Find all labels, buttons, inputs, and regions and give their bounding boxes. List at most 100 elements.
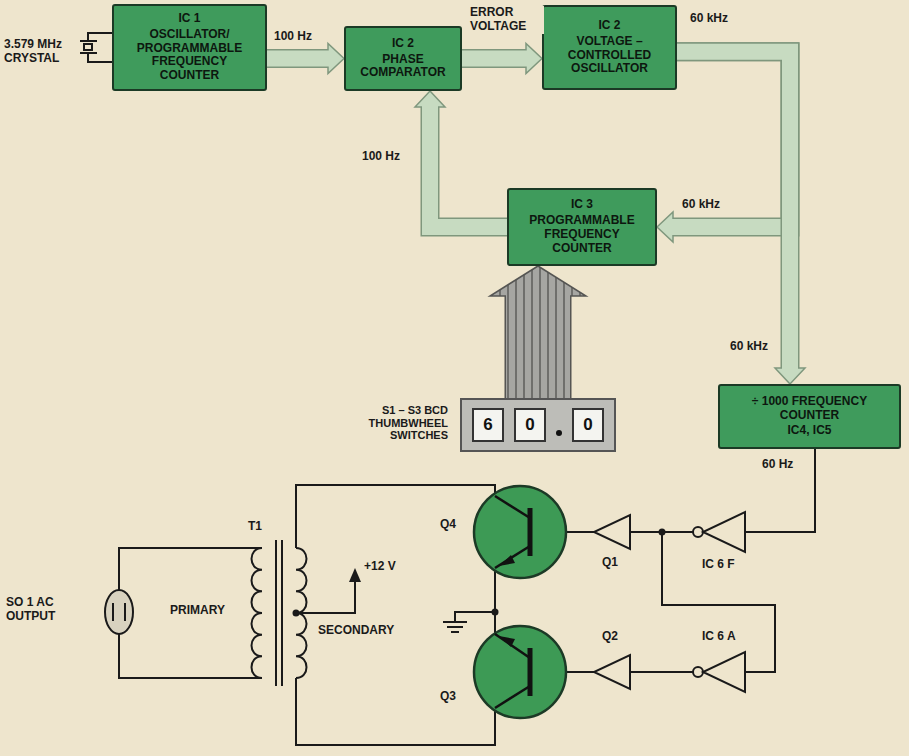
edge-label: ERROR VOLTAGE [468,6,544,34]
buffer-symbol [594,655,630,689]
signal-arrow [490,266,586,398]
buffer-symbol [594,515,630,549]
arrow-body [677,52,790,370]
arrow-head [657,212,673,242]
supply-arrow [349,568,361,582]
transistor-symbol [499,555,515,566]
arrow-head [328,44,344,74]
box-text: PHASE COMPARATOR [354,53,452,81]
transistor-symbol [474,486,566,578]
edge-label: 100 Hz [272,30,314,44]
signal-label: T1 [246,520,264,534]
block-box: ÷ 1000 FREQUENCY COUNTERIC4, IC5 [718,384,901,449]
arrow-body [430,105,507,227]
signal-label: Q3 [438,690,458,704]
wire [630,671,693,673]
buffer-symbol [594,512,745,692]
crystal-symbol [79,33,112,62]
wire [494,568,496,634]
edge-label: 60 kHz [728,340,770,354]
supply-arrow [349,568,361,582]
signal-label: 60 kHz [688,12,730,26]
edge-label: 100 Hz [360,150,402,164]
signal-label: IC 6 F [700,558,737,572]
arrow-body [506,294,570,398]
digit-window: 6 [472,408,504,442]
wire [296,678,495,745]
edge-label: 60 kHz [680,198,722,212]
signal-label: SECONDARY [316,624,396,638]
signal-arrow [677,52,805,384]
signal-label: SO 1 AC OUTPUT [4,596,100,624]
transformer-symbol [252,548,263,678]
transistor-symbol [474,486,566,718]
transistor-symbol [528,648,533,696]
crystal-symbol [79,52,97,54]
arrow-head [415,91,445,107]
arrow-body [267,51,330,67]
signal-label: Q1 [600,556,620,570]
wire [119,548,262,590]
ground-symbol [451,631,459,633]
transistor-symbol [495,686,530,708]
ground-symbol [447,626,463,628]
thumbwheel-switch: S1 – S3 BCD THUMBWHEEL SWITCHES600 [330,398,640,452]
arrow-outline [671,52,790,227]
signal-label: PRIMARY [168,604,227,618]
signal-label: 60 Hz [760,458,795,472]
outlet-symbol [124,603,126,621]
wire [745,449,815,532]
switch-body: 600 [460,398,616,452]
transformer-symbol [275,540,277,686]
decimal-point [556,430,562,436]
block-box: IC 2 VOLTAGE – CONTROLLED OSCILLATOR [542,5,677,90]
block-box: IC 1 OSCILLATOR/ PROGRAMMABLE FREQUENCY C… [112,4,267,91]
crystal-symbol [84,44,92,50]
ground-symbol [443,622,467,632]
signal-label: 3.579 MHz CRYSTAL [2,38,80,66]
crystal-symbol [79,40,97,42]
outlet-symbol [105,590,133,634]
block-box: IC 3 PROGRAMMABLE FREQUENCY COUNTER [507,188,657,266]
wire [455,612,495,622]
buffer-symbol [693,667,703,677]
signal-arrow [415,91,507,227]
signal-label: Q4 [438,518,458,532]
signal-arrow [462,44,542,74]
arrow-outline [267,49,330,68]
wire [296,485,495,548]
transistor-symbol [474,626,566,718]
transistor-symbol [499,636,515,647]
chip-name: IC 3 [571,198,593,212]
box-text: OSCILLATOR/ PROGRAMMABLE FREQUENCY COUNT… [122,28,257,83]
ground-symbol [443,621,467,623]
arrow-outline [677,52,790,370]
outlet-symbol [112,603,114,621]
arrow-body [462,51,528,67]
wire [119,449,815,745]
transistor-symbol [495,546,530,568]
transistor-symbol [528,508,533,556]
arrow-outline [505,294,572,398]
chip-name: IC 2 [392,37,414,51]
arrow-outline [430,105,507,227]
wire [119,634,262,678]
outlet-symbol [105,590,133,634]
transistor-symbol [495,634,530,658]
digit-window: 0 [514,408,546,442]
buffer-symbol [703,512,745,552]
arrow-head [490,266,586,296]
signal-label: IC 6 A [700,630,738,644]
signal-arrow [267,44,344,74]
arrow-head [526,44,542,74]
chip-name: IC 1 [178,12,200,26]
signal-label: Q2 [600,630,620,644]
digit-window: 0 [572,408,604,442]
chip-name: IC 2 [598,19,620,33]
box-text: PROGRAMMABLE FREQUENCY COUNTER [517,214,647,255]
junction-dot [492,609,499,616]
signal-label: +12 V [362,560,398,574]
box-text: VOLTAGE – CONTROLLED OSCILLATOR [552,35,667,76]
